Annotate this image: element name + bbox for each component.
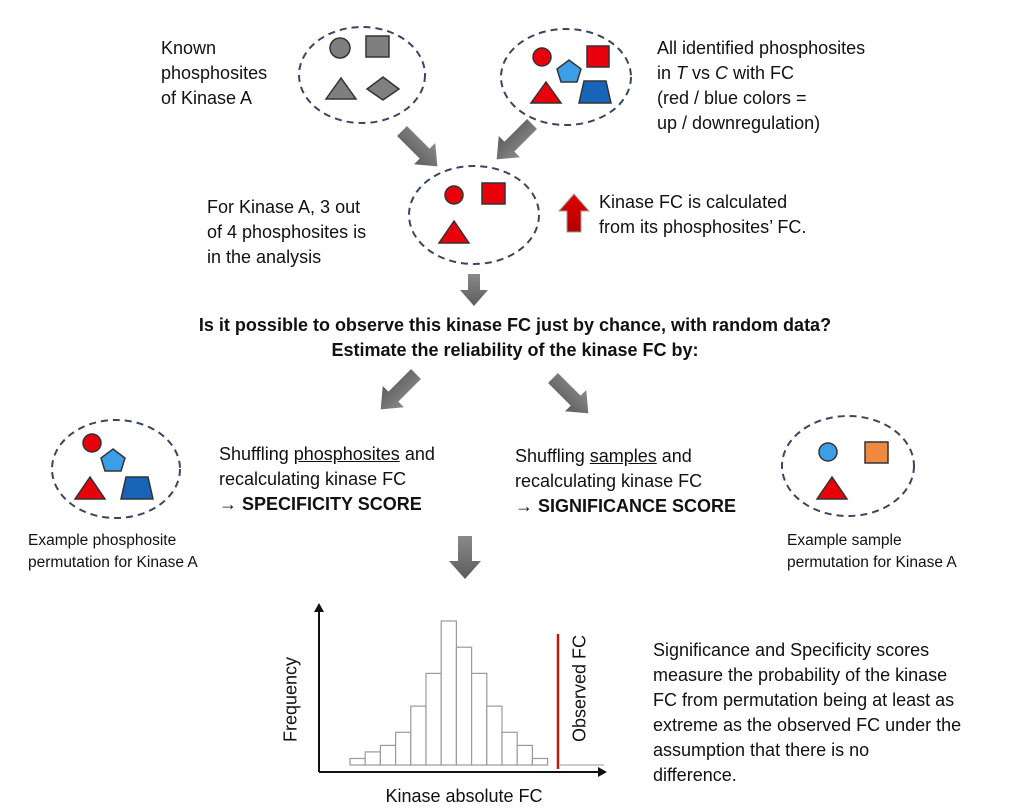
red-square-shape <box>481 182 506 205</box>
red-circle-shape <box>444 185 464 205</box>
arrow-down-to-histogram <box>449 536 481 579</box>
histogram-bar <box>349 757 366 766</box>
arrow-to-significance <box>548 373 589 414</box>
known-phosphosites-label: Known phosphosites of Kinase A <box>161 38 268 108</box>
orange-square-shape <box>864 441 889 464</box>
phosphosite-permutation-ellipse <box>51 419 181 519</box>
blue-circle-shape <box>818 442 838 462</box>
analysis-ellipse <box>408 165 540 265</box>
x-axis-arrowhead <box>598 767 607 777</box>
red-circle-shape <box>82 433 102 453</box>
arrow-down-to-question <box>460 274 488 306</box>
histogram-bar <box>364 751 382 766</box>
histogram-bar <box>501 731 518 766</box>
known-phosphosites-ellipse <box>298 26 426 124</box>
red-triangle-shape <box>529 80 563 104</box>
histogram-bar <box>410 705 427 766</box>
up-arrow-icon <box>557 193 591 233</box>
histogram-bar <box>516 744 534 766</box>
significance-label: Shuffling samples and recalculating kina… <box>515 446 737 516</box>
grey-triangle-shape <box>324 76 358 100</box>
blue-pentagon-shape <box>100 448 126 472</box>
sample-permutation-ellipse <box>781 415 915 517</box>
analysis-label: For Kinase A, 3 out of 4 phosphosites is… <box>207 197 367 267</box>
identified-phosphosites-label: All identified phosphosites in T vs C wi… <box>657 38 866 133</box>
histogram-bar <box>471 672 488 766</box>
histogram-bar <box>531 757 549 766</box>
kinase-fc-label: Kinase FC is calculated from its phospho… <box>599 192 807 237</box>
arrow-known-to-analysis <box>397 126 438 167</box>
histogram-bar <box>455 646 473 766</box>
arrow-to-specificity <box>380 369 421 410</box>
blue-trapezoid-shape <box>578 80 612 104</box>
blue-trapezoid-shape <box>120 476 154 500</box>
y-axis-arrowhead <box>314 603 324 612</box>
histogram-bar <box>486 705 503 766</box>
red-square-shape <box>586 45 610 68</box>
red-triangle-shape <box>73 475 107 500</box>
red-triangle-shape <box>437 219 471 244</box>
histogram-bar <box>425 672 442 766</box>
blue-pentagon-shape <box>556 59 582 83</box>
histogram-chart <box>314 603 607 777</box>
explanation-text: Significance and Specificity scores meas… <box>653 640 962 785</box>
grey-square-shape <box>365 35 390 58</box>
histogram-xlabel: Kinase absolute FC <box>385 786 543 806</box>
identified-phosphosites-ellipse <box>500 28 632 126</box>
example-phosphosite-caption: Example phosphosite permutation for Kina… <box>28 532 198 571</box>
example-sample-caption: Example sample permutation for Kinase A <box>787 532 957 571</box>
histogram-bar <box>395 731 412 766</box>
histogram-bar <box>379 744 397 766</box>
grey-circle-shape <box>329 37 351 59</box>
question-text: Is it possible to observe this kinase FC… <box>198 315 832 360</box>
arrow-identified-to-analysis <box>496 119 537 160</box>
specificity-label: Shuffling phosphosites and recalculating… <box>219 444 435 514</box>
red-circle-shape <box>532 47 552 67</box>
histogram-bar <box>440 620 458 766</box>
grey-diamond-shape <box>365 76 401 101</box>
red-triangle-shape <box>815 475 849 500</box>
